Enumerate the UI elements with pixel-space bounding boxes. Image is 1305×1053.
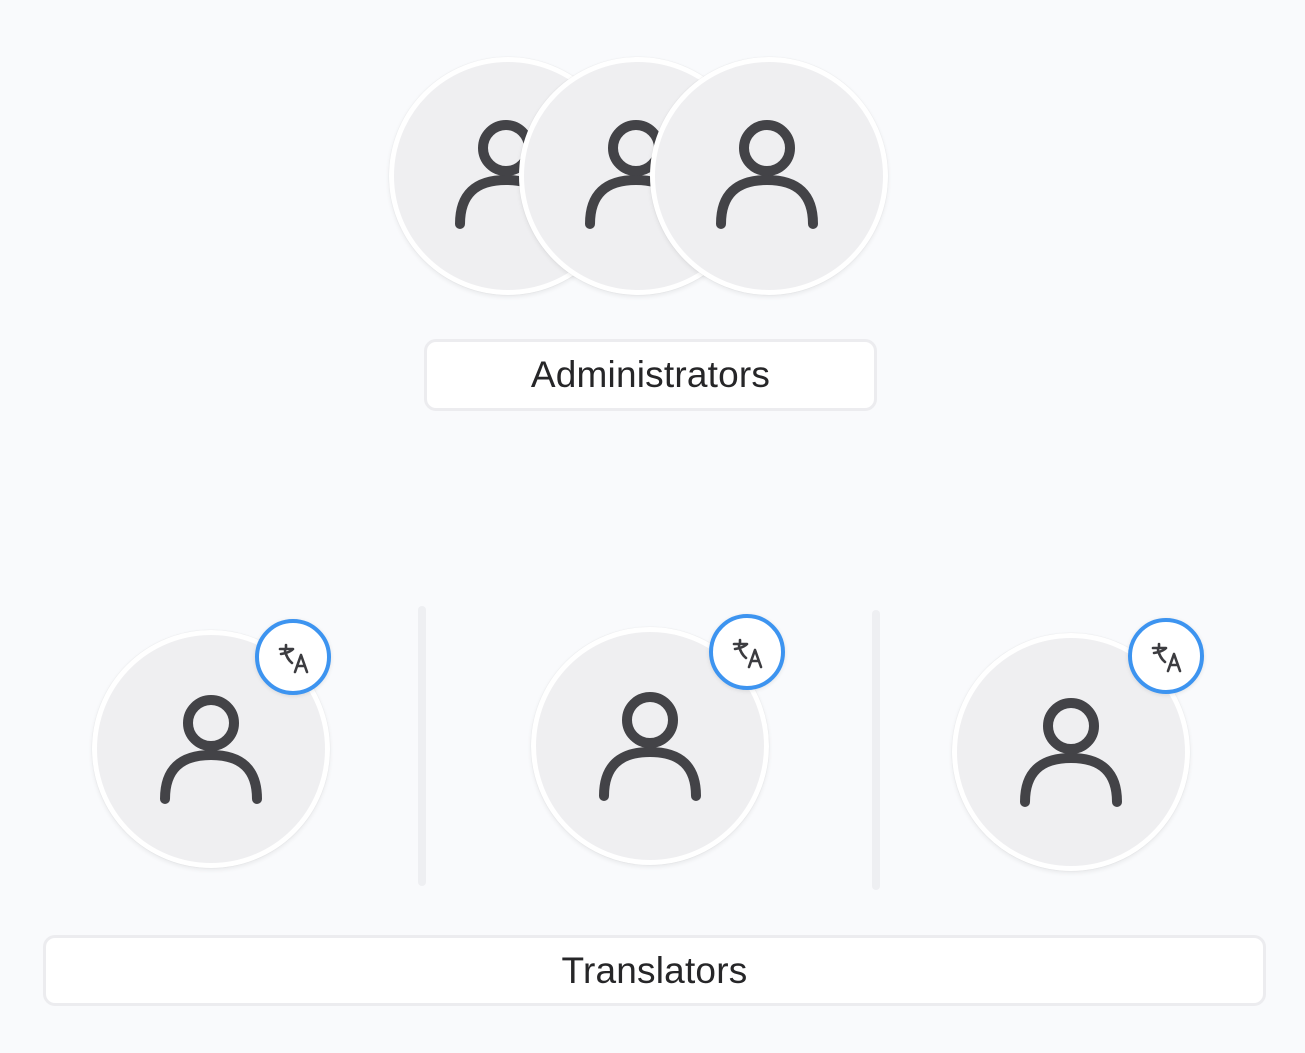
translators-label: Translators — [43, 935, 1266, 1006]
administrator-avatar[interactable] — [650, 57, 888, 295]
translate-icon — [278, 643, 309, 674]
person-icon — [716, 120, 818, 229]
column-divider — [418, 606, 426, 886]
person-icon — [1020, 698, 1122, 807]
translate-badge — [255, 619, 331, 695]
translate-icon — [732, 638, 763, 669]
person-icon — [160, 695, 262, 804]
translate-badge — [709, 614, 785, 690]
translator-avatar[interactable] — [92, 630, 330, 868]
administrators-label: Administrators — [424, 339, 877, 411]
translate-icon — [1151, 642, 1182, 673]
translate-badge — [1128, 618, 1204, 694]
column-divider — [872, 610, 880, 890]
person-icon — [599, 692, 701, 801]
